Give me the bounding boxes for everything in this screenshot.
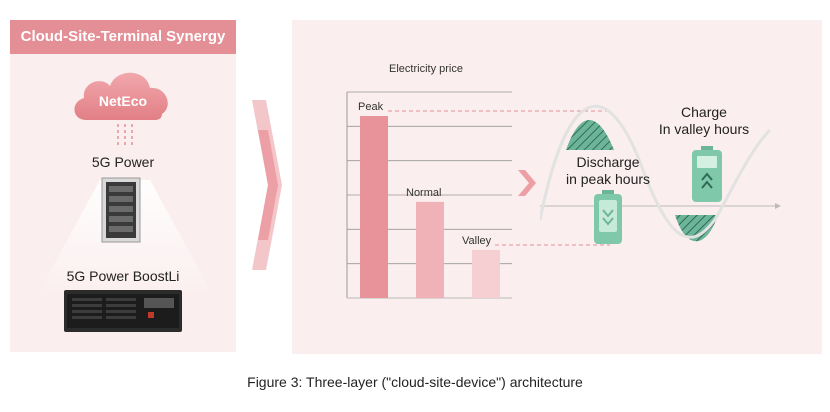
charge-battery-icon bbox=[692, 146, 722, 202]
discharge-battery-icon bbox=[594, 190, 622, 244]
discharge-label: Discharge in peak hours bbox=[565, 154, 651, 187]
power-cabinet-icon bbox=[101, 177, 141, 243]
power-label: 5G Power bbox=[91, 154, 155, 170]
sine-wave bbox=[540, 104, 781, 242]
reference-lines bbox=[388, 110, 610, 246]
bar-normal bbox=[416, 201, 444, 298]
bar-label-peak: Peak bbox=[358, 101, 384, 113]
bar-valley bbox=[472, 249, 500, 298]
cloud-connector bbox=[117, 124, 133, 148]
flow-chevron-icon bbox=[252, 100, 282, 270]
boostli-label: 5G Power BoostLi bbox=[66, 268, 180, 284]
boostli-battery-icon bbox=[64, 290, 182, 332]
bar-peak bbox=[360, 116, 388, 299]
bar-label-normal: Normal bbox=[406, 187, 441, 199]
cloud-icon: NetEco bbox=[74, 72, 168, 120]
panel-title: Cloud-Site-Terminal Synergy bbox=[10, 20, 236, 54]
charge-label: Charge In valley hours bbox=[658, 104, 750, 137]
small-chevron-icon bbox=[518, 170, 536, 196]
chart-title: Electricity price bbox=[389, 63, 463, 75]
bar-label-valley: Valley bbox=[462, 235, 492, 247]
figure-caption: Figure 3: Three-layer ("cloud-site-devic… bbox=[247, 374, 583, 390]
cloud-label: NetEco bbox=[99, 93, 147, 109]
cabinet-beam bbox=[40, 177, 210, 290]
